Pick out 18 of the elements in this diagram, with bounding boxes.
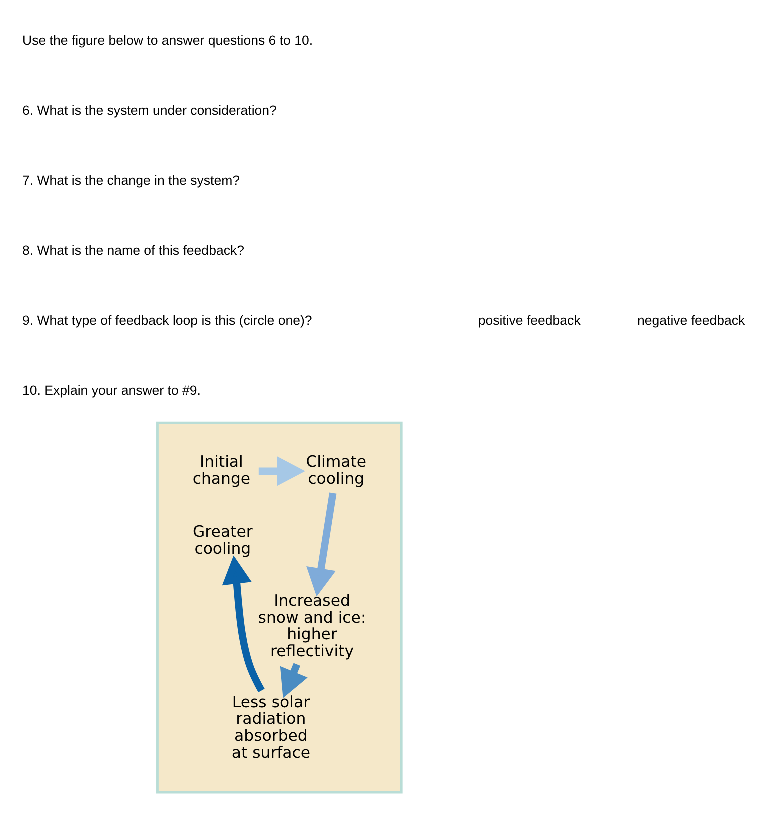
node-text: Initial change xyxy=(192,452,251,488)
label: 6. What is the system under consideration? xyxy=(22,102,277,118)
node-text: Less solar radiation absorbed at surface xyxy=(232,692,311,762)
label: 7. What is the change in the system? xyxy=(22,172,240,188)
arrow xyxy=(222,555,265,692)
node-text: Greater cooling xyxy=(193,522,253,558)
label: negative feedback xyxy=(638,312,746,328)
label: 8. What is the name of this feedback? xyxy=(22,242,244,258)
label: 10. Explain your answer to #9. xyxy=(22,382,201,398)
label: positive feedback xyxy=(478,312,581,328)
arrow xyxy=(306,492,337,596)
cluster xyxy=(156,421,403,794)
node-text: Climate cooling xyxy=(306,452,367,488)
label: Use the figure below to answer questions 6 to 10. xyxy=(22,32,314,48)
label: 9. What type of feedback loop is this (circle one)? xyxy=(22,312,312,328)
node-text: Increased snow and ice: higher reflectivity xyxy=(258,590,366,660)
arrow xyxy=(258,456,306,486)
arrow xyxy=(280,662,308,698)
